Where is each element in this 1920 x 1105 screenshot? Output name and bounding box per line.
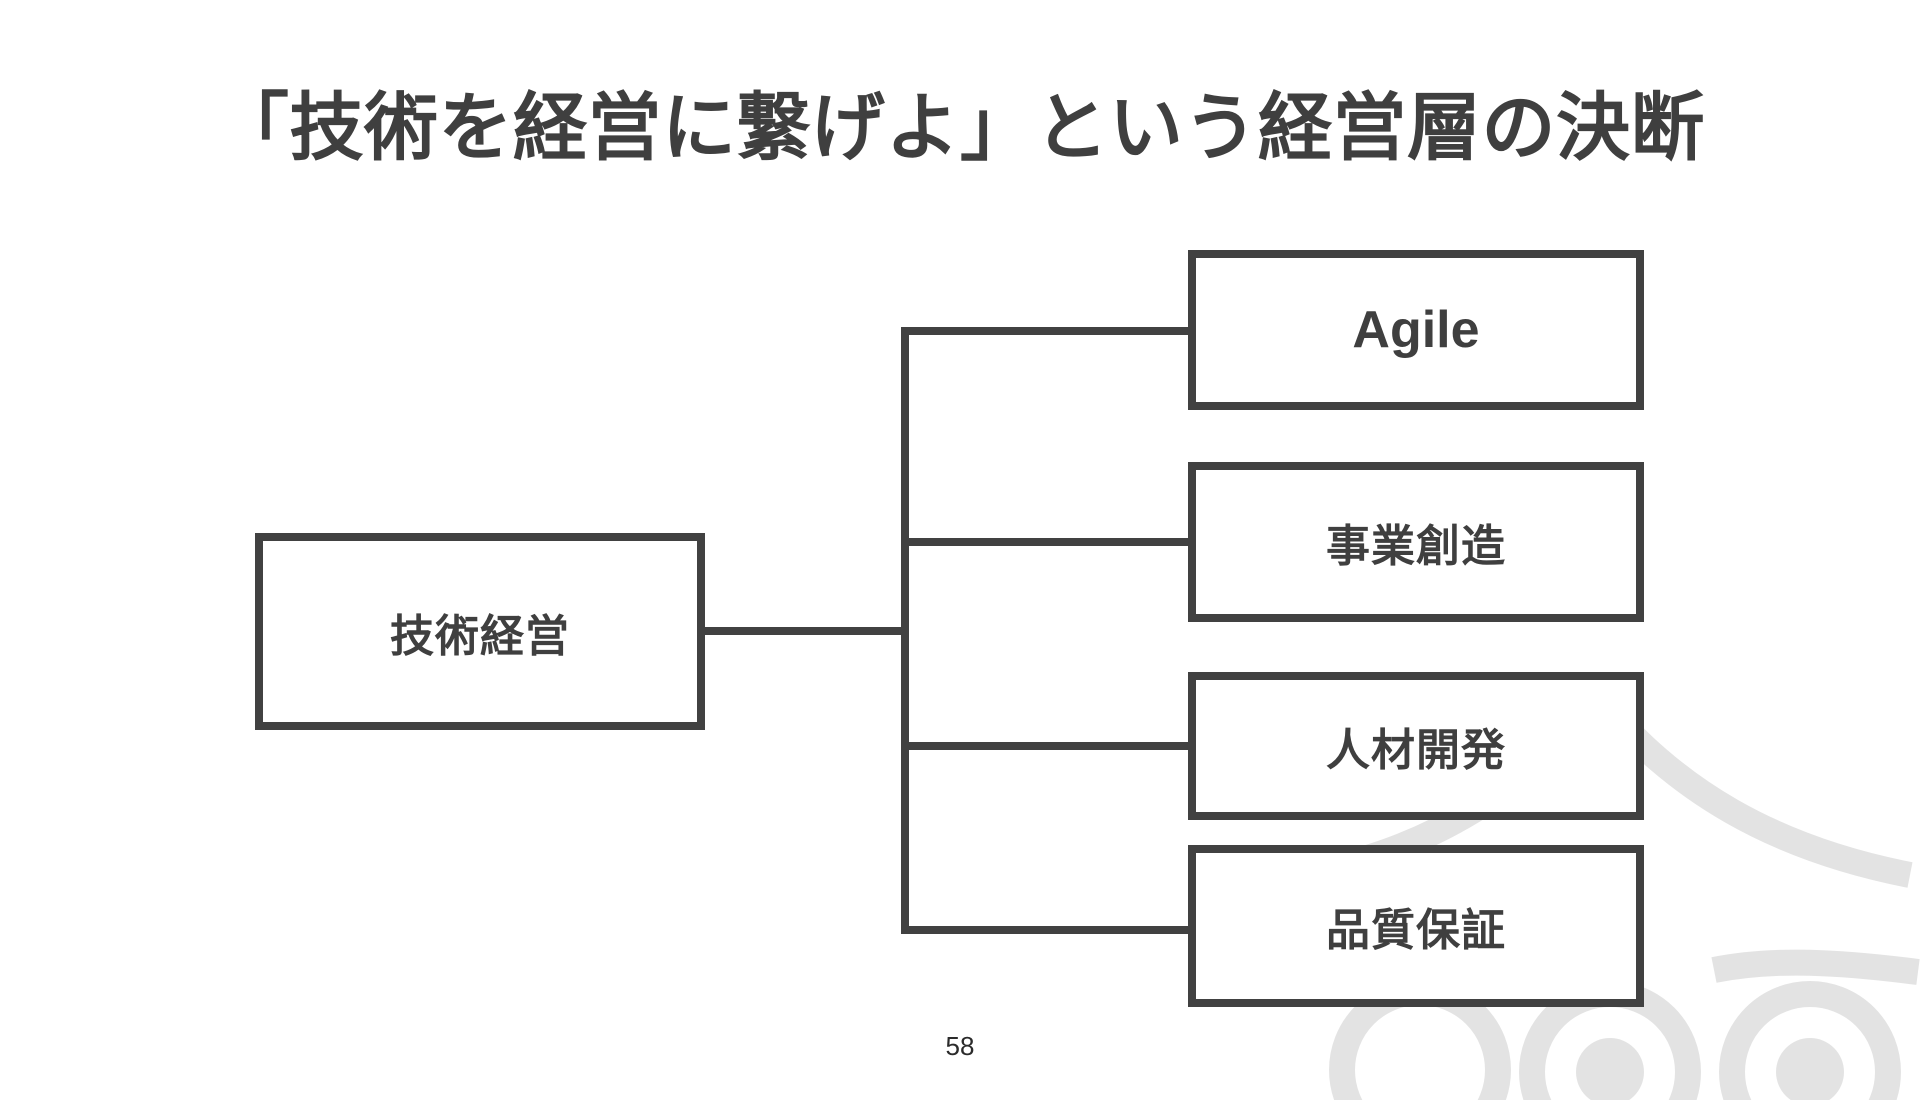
org-tree-diagram: 技術経営 Agile 事業創造 人材開発 品質保証 (255, 250, 1644, 1007)
node-child-talent-development[interactable]: 人材開発 (1188, 672, 1644, 820)
node-child-business-creation-label: 事業創造 (1326, 522, 1506, 571)
node-child-agile[interactable]: Agile (1188, 250, 1644, 410)
node-child-quality-assurance-label: 品質保証 (1326, 906, 1506, 955)
node-child-agile-label: Agile (1352, 301, 1480, 359)
page-title: 「技術を経営に繋げよ」という経営層の決断 (215, 85, 1705, 169)
slide-canvas: 「技術を経営に繋げよ」という経営層の決断 技術経営 Agile 事業創造 人材開… (215, 85, 1920, 1105)
node-child-quality-assurance[interactable]: 品質保証 (1188, 845, 1644, 1007)
connector-branch-quality (901, 926, 1192, 934)
node-root-label: 技術経営 (390, 611, 570, 661)
connector-trunk (901, 327, 909, 934)
node-child-talent-development-label: 人材開発 (1326, 726, 1506, 775)
connector-branch-business (901, 538, 1192, 546)
page-number: 58 (945, 1031, 975, 1061)
connector-root-stub (705, 627, 909, 635)
node-root-technology-management[interactable]: 技術経営 (255, 533, 705, 730)
node-child-business-creation[interactable]: 事業創造 (1188, 462, 1644, 622)
connector-branch-talent (901, 742, 1192, 750)
connector-branch-agile (901, 327, 1192, 335)
